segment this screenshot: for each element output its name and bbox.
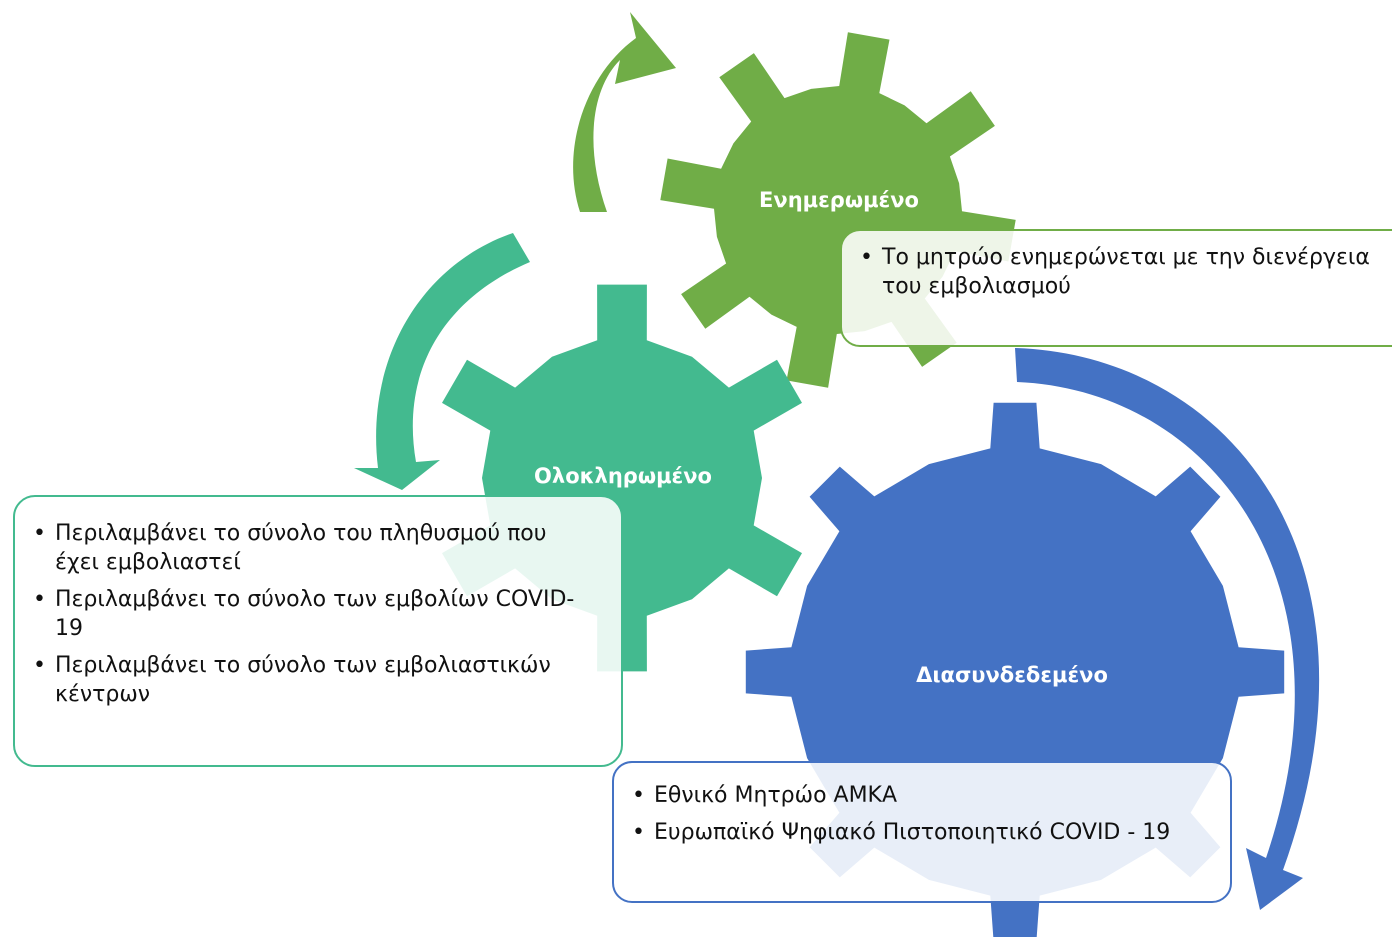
gear-label-connected: Διασυνδεδεμένο [916, 663, 1108, 687]
connected-bullet: Εθνικό Μητρώο ΑΜΚΑ [632, 781, 1208, 810]
complete-description-box: Περιλαμβάνει το σύνολο του πληθυσμού που… [13, 495, 623, 767]
connected-bullet: Ευρωπαϊκό Ψηφιακό Πιστοποιητικό COVID - … [632, 818, 1208, 847]
gear-label-complete: Ολοκληρωμένο [534, 464, 712, 488]
gear-label-updated: Ενημερωμένο [759, 188, 919, 212]
teal-cycle-arrow [354, 233, 530, 490]
blue-cycle-arrow [1015, 348, 1320, 910]
updated-bullet: Το μητρώο ενημερώνεται με την διενέργεια… [860, 243, 1392, 301]
green-cycle-arrow [573, 12, 676, 212]
complete-bullet: Περιλαμβάνει το σύνολο των εμβολιαστικών… [33, 651, 597, 709]
complete-bullet: Περιλαμβάνει το σύνολο του πληθυσμού που… [33, 519, 597, 577]
gear-updated [660, 32, 1016, 388]
updated-description-box: Το μητρώο ενημερώνεται με την διενέργεια… [840, 229, 1392, 347]
complete-bullet: Περιλαμβάνει το σύνολο των εμβολίων COVI… [33, 585, 597, 643]
connected-description-box: Εθνικό Μητρώο ΑΜΚΑ Ευρωπαϊκό Ψηφιακό Πισ… [612, 761, 1232, 903]
